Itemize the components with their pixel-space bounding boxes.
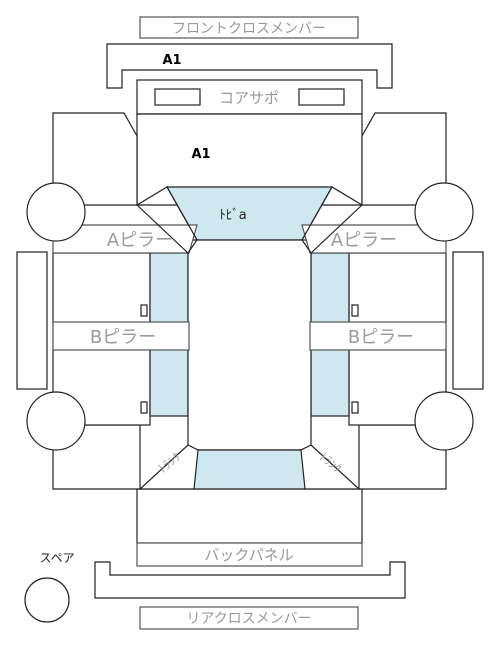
wheel-front-right[interactable] bbox=[414, 182, 474, 242]
rear-cross-member-label: リアクロスメンバー bbox=[186, 611, 311, 627]
door-handle-rear-right[interactable] bbox=[351, 401, 359, 414]
front-cross-member[interactable] bbox=[106, 43, 393, 89]
a-pillar-left-plate[interactable] bbox=[52, 224, 198, 254]
a-pillar-left[interactable] bbox=[136, 186, 198, 254]
core-support-code: A1 bbox=[191, 147, 210, 162]
a-pillar-right[interactable] bbox=[301, 186, 363, 254]
core-support-label: コアサポ bbox=[219, 89, 279, 107]
a-pillar-right-label: Aピラー bbox=[331, 230, 397, 251]
back-panel-label: バックパネル bbox=[204, 546, 293, 564]
b-pillar-right-label: Bピラー bbox=[348, 327, 414, 348]
spare-tire[interactable] bbox=[24, 577, 70, 623]
rear-cross-member[interactable] bbox=[94, 561, 406, 599]
roof[interactable] bbox=[187, 239, 312, 451]
rear-window[interactable] bbox=[187, 449, 312, 490]
wheel-rear-left[interactable] bbox=[26, 391, 86, 451]
rear-cross-member-plate[interactable] bbox=[139, 606, 359, 630]
headlight-right[interactable] bbox=[298, 88, 345, 106]
rocker-panel-left[interactable] bbox=[16, 251, 48, 390]
wheel-rear-right[interactable] bbox=[414, 391, 474, 451]
a-pillar-right-plate[interactable] bbox=[301, 224, 447, 254]
rear-pillar-left[interactable] bbox=[138, 444, 199, 490]
front-cross-member-code: A1 bbox=[162, 53, 181, 68]
rear-pillar-right[interactable] bbox=[300, 444, 361, 490]
b-pillar-right-plate[interactable] bbox=[309, 321, 447, 351]
door-handle-front-right[interactable] bbox=[351, 304, 359, 317]
spare-label: スペア bbox=[39, 551, 74, 565]
wheel-front-left[interactable] bbox=[26, 182, 86, 242]
b-pillar-left-plate[interactable] bbox=[52, 321, 190, 351]
front-cross-member-label: フロントクロスメンバー bbox=[172, 21, 326, 37]
door-handle-rear-left[interactable] bbox=[140, 401, 148, 414]
trunk-lid[interactable] bbox=[136, 488, 363, 544]
b-pillar-left-label: Bピラー bbox=[90, 327, 156, 348]
a-pillar-left-label: Aピラー bbox=[107, 230, 173, 251]
door-handle-front-left[interactable] bbox=[140, 304, 148, 317]
windshield-code: ﾄﾋﾞa bbox=[219, 208, 246, 223]
headlight-left[interactable] bbox=[154, 88, 201, 106]
back-panel-plate[interactable] bbox=[136, 542, 363, 567]
front-cross-member-plate[interactable] bbox=[139, 16, 359, 39]
rocker-panel-right[interactable] bbox=[452, 251, 484, 390]
